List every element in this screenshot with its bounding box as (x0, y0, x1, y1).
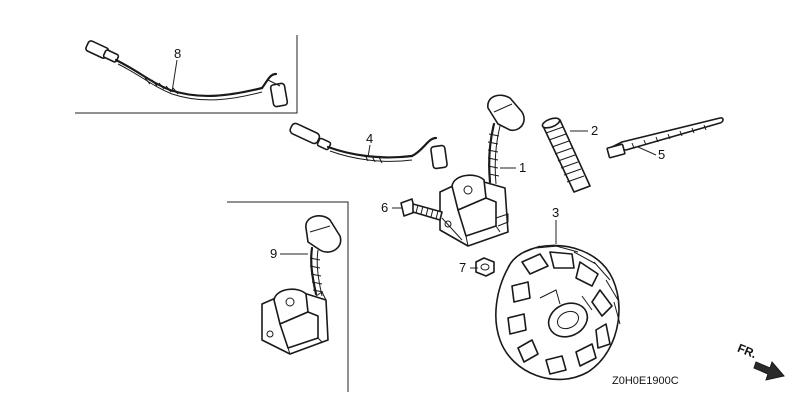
part-2-rubber-boot[interactable] (541, 116, 591, 193)
part-4-wire[interactable] (289, 122, 448, 170)
callout-7: 7 (459, 260, 466, 275)
front-arrow-icon (753, 361, 785, 381)
part-9-ignition-coil-assembly[interactable] (227, 201, 349, 392)
front-label: FR. (735, 341, 758, 361)
front-direction-indicator: FR. (735, 341, 785, 381)
part-8-high-tension-lead[interactable] (75, 35, 298, 114)
part-3-flywheel[interactable] (495, 244, 621, 381)
callout-1: 1 (519, 160, 526, 175)
diagram-code: Z0H0E1900C (612, 375, 679, 387)
leader-5 (637, 146, 657, 156)
callout-4: 4 (366, 131, 373, 146)
leader-8 (171, 59, 178, 93)
callout-3: 3 (552, 205, 559, 220)
bolt-axis-line (441, 217, 463, 241)
callout-8: 8 (174, 46, 181, 61)
leader-4 (367, 144, 371, 158)
callout-9: 9 (270, 246, 277, 261)
part-1-ignition-coil[interactable] (439, 94, 525, 247)
box-frame-bottom (227, 201, 349, 392)
callout-6: 6 (381, 200, 388, 215)
part-6-bolt[interactable] (400, 198, 443, 221)
part-5-cable-tie[interactable] (606, 117, 724, 159)
box-frame-top (75, 35, 298, 114)
callout-5: 5 (658, 147, 665, 162)
part-7-flange-nut[interactable] (475, 257, 495, 277)
callout-2: 2 (591, 123, 598, 138)
